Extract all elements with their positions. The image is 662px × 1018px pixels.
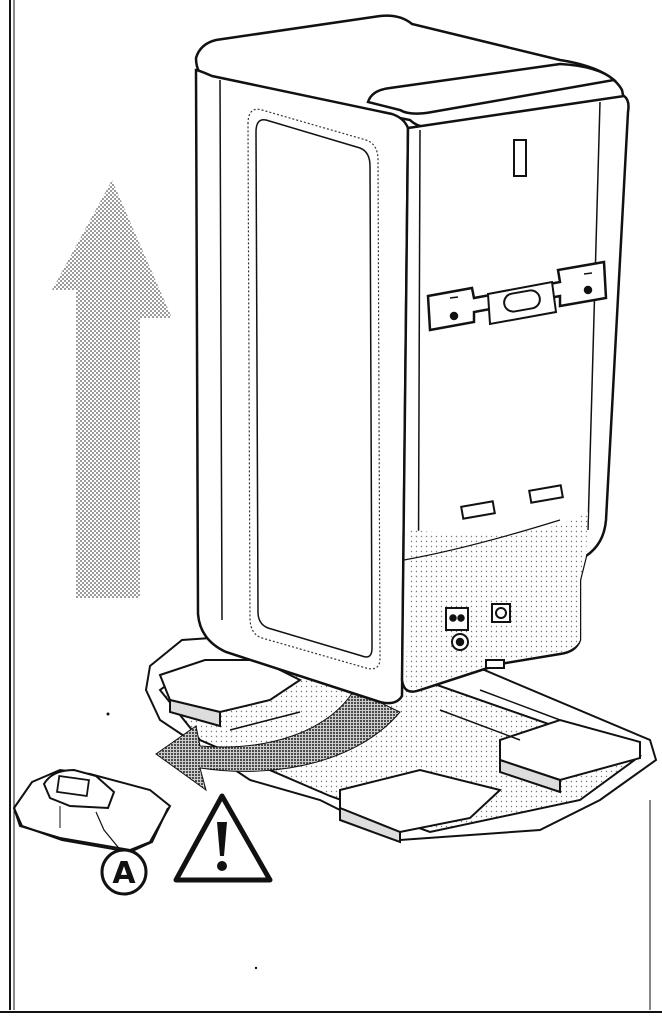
lift-up-arrow-icon <box>52 180 172 598</box>
callout-a-label: A <box>112 856 136 891</box>
cabinet-unit <box>194 14 630 705</box>
part-a-foam-block <box>12 768 172 854</box>
removal-curved-arrow-icon <box>155 689 401 792</box>
callout-a: A <box>100 848 148 896</box>
warning-triangle-icon <box>173 793 273 883</box>
speck-mark <box>106 712 110 716</box>
speck-mark <box>254 966 258 970</box>
